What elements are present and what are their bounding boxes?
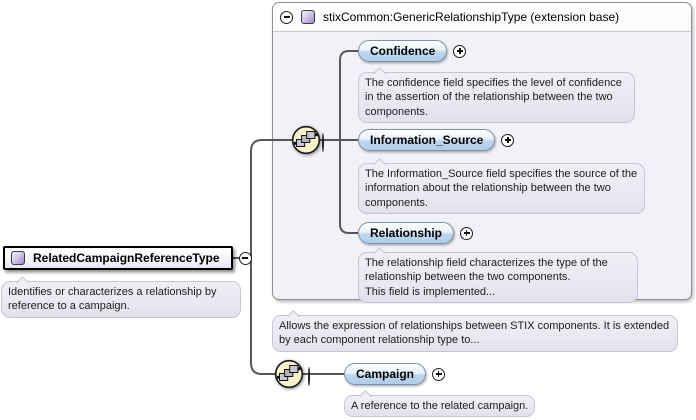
expand-campaign-icon[interactable] [432,367,446,381]
collapse-campaign-sequence-icon[interactable] [308,367,310,386]
campaign-label: Campaign [356,367,415,381]
collapse-root-icon[interactable] [238,251,252,265]
relationship-doc: The relationship field characterizes the… [358,252,638,303]
relationship-label: Relationship [370,226,443,240]
extension-doc: Allows the expression of relationships b… [272,315,678,352]
element-campaign[interactable]: Campaign [344,363,427,385]
element-relationship[interactable]: Relationship [358,222,455,244]
information-source-row: Information_Source [358,129,515,151]
element-information-source[interactable]: Information_Source [358,129,496,151]
expand-relationship-icon[interactable] [460,226,474,240]
expand-information-source-icon[interactable] [501,133,515,147]
information-source-label: Information_Source [370,133,484,147]
root-element-doc: Identifies or characterizes a relationsh… [1,281,241,318]
collapse-extension-icon[interactable] [280,10,293,24]
root-element[interactable]: RelatedCampaignReferenceType [3,246,233,270]
element-icon [11,251,25,265]
extension-base-title: stixCommon:GenericRelationshipType (exte… [323,10,620,24]
campaign-sequence-compositor [274,359,304,394]
confidence-row: Confidence [358,40,467,62]
sequence-icon [274,359,304,389]
sequence-compositor [291,125,321,160]
information-source-doc: The Information_Source field specifies t… [358,163,645,214]
campaign-doc: A reference to the related campaign. [344,395,536,418]
complex-type-icon [301,10,315,24]
confidence-doc: The confidence field specifies the level… [358,72,635,123]
element-confidence[interactable]: Confidence [358,40,448,62]
root-element-row: RelatedCampaignReferenceType [3,246,252,270]
confidence-label: Confidence [370,44,436,58]
extension-base-header: stixCommon:GenericRelationshipType (exte… [273,3,691,32]
root-element-label: RelatedCampaignReferenceType [33,251,220,265]
sequence-icon [291,125,321,155]
relationship-row: Relationship [358,222,474,244]
collapse-sequence-icon[interactable] [322,133,324,152]
expand-confidence-icon[interactable] [453,44,467,58]
campaign-row: Campaign [344,363,446,385]
